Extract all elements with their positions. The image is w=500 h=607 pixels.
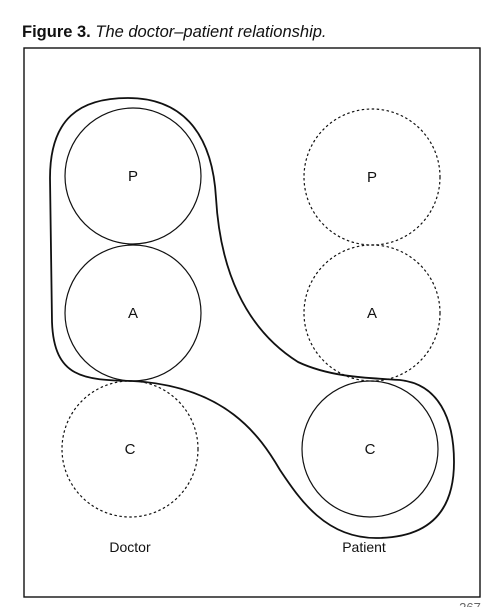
figure-caption: Figure 3. The doctor–patient relationshi… xyxy=(22,22,327,42)
figure-number: Figure 3. xyxy=(22,23,91,41)
patient-adult-label: A xyxy=(367,305,377,322)
patient-child-label: C xyxy=(365,441,376,458)
patient-child-circle xyxy=(301,380,439,518)
doctor-child-label: C xyxy=(125,441,136,458)
doctor-parent-label: P xyxy=(128,168,138,185)
patient-label: Patient xyxy=(342,539,386,555)
page-number: 267 xyxy=(459,600,481,607)
relationship-boundary xyxy=(49,97,455,539)
doctor-adult-label: A xyxy=(128,305,138,322)
patient-parent-circle xyxy=(303,108,441,246)
figure-title: The doctor–patient relationship. xyxy=(95,23,327,41)
diagram-frame xyxy=(23,47,481,598)
patient-parent-label: P xyxy=(367,169,377,186)
doctor-parent-circle xyxy=(64,107,202,245)
doctor-label: Doctor xyxy=(109,539,151,555)
doctor-child-circle xyxy=(61,380,199,518)
